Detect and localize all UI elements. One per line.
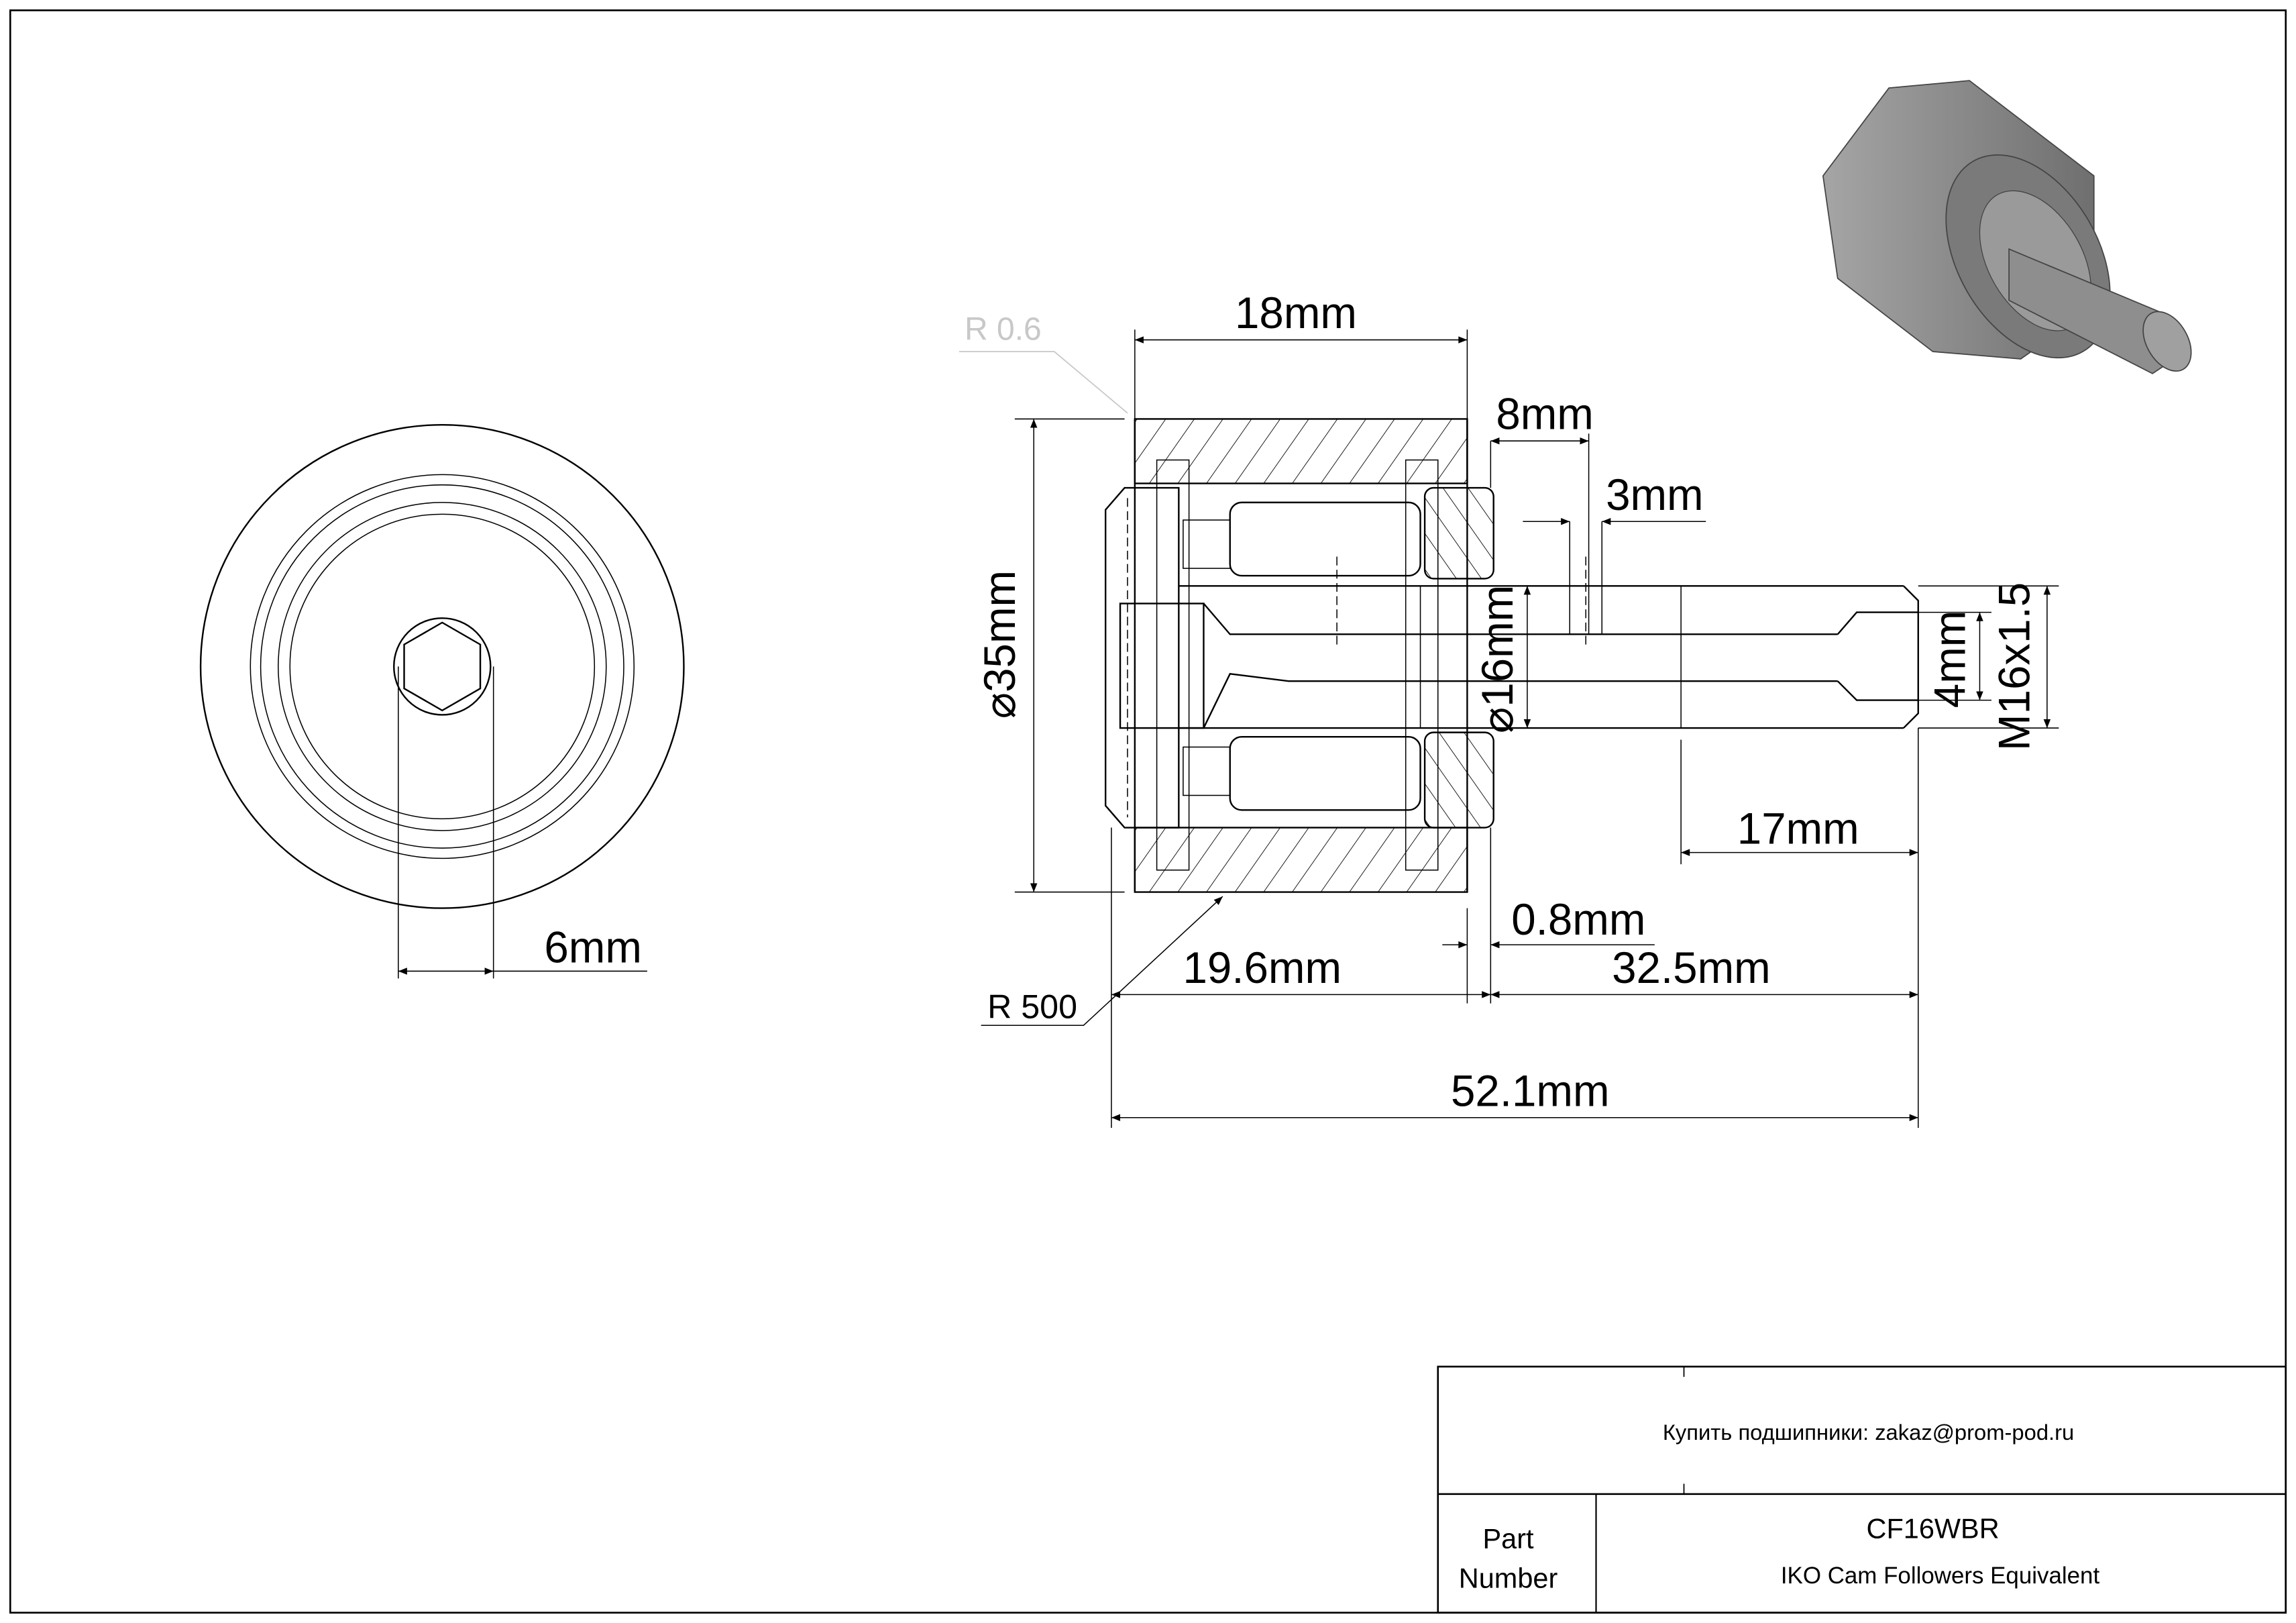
part-label: Part [1482,1523,1534,1555]
dim-hex-socket: 6mm [544,923,642,972]
number-label: Number [1459,1563,1558,1594]
dim-crown-radius: R 500 [987,988,1077,1025]
dim-width: 18mm [1235,289,1357,337]
dim-outer-diameter: 35mm [975,570,1024,692]
dim-washer-offset: 8mm [1496,390,1594,439]
hex-socket-icon [403,621,482,712]
dim-stud-length: 32.5mm [1612,943,1771,992]
dim-thread-length: 17mm [1737,804,1859,853]
part-number: CF16WBR [1867,1512,2000,1544]
dim-oil-hole: 3mm [1606,470,1704,519]
diameter-symbol: ⌀ [1473,707,1522,733]
svg-text:⌀16mm: ⌀16mm [1473,585,1522,733]
dim-thread: M16x1.5 [1990,582,2039,751]
part-description: IKO Cam Followers Equivalent [1781,1563,2100,1589]
svg-text:⌀35mm: ⌀35mm [975,570,1024,719]
dim-stud-diameter: 16mm [1473,585,1522,707]
dimensions: 18mm R 0.6 8mm 3mm ⌀35mm ⌀16mm 4mm M16x1… [959,289,2059,1129]
dim-gap: 0.8mm [1511,895,1645,944]
cam-follower-3d-render-icon [1822,80,2192,374]
sheet-border [9,9,2287,1614]
diameter-symbol: ⌀ [975,692,1024,719]
dim-hex-depth: 4mm [1926,611,1975,709]
dim-head-length: 19.6mm [1183,943,1342,992]
end-view: 6mm [199,423,685,979]
section-view [1104,418,1919,893]
contact-text: Купить подшипники: zakaz@prom-pod.ru [1663,1420,2074,1445]
dim-overall-length: 52.1mm [1451,1066,1610,1115]
dim-fillet-small: R 0.6 [965,312,1042,348]
title-block: Купить подшипники: zakaz@prom-pod.ru Par… [1437,1365,2287,1614]
